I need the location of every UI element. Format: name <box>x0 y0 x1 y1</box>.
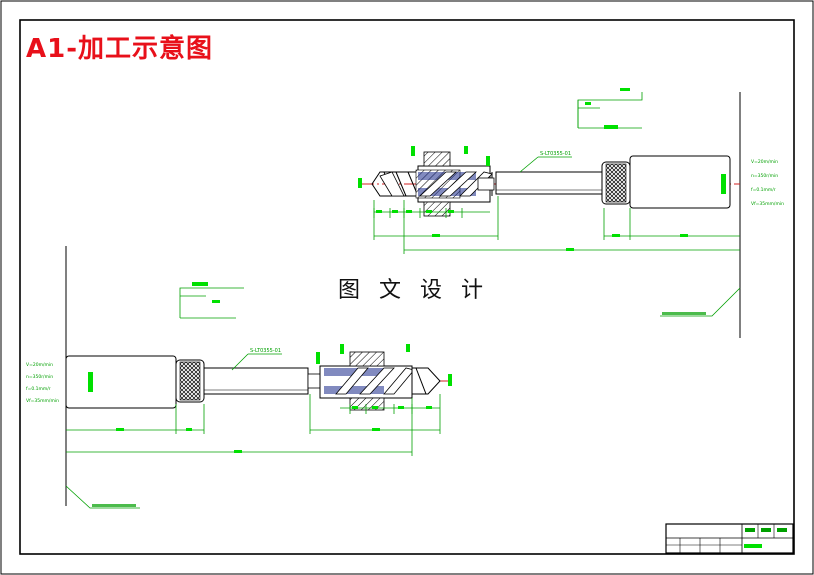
upper-knurled-nut <box>601 161 631 205</box>
lower-workpiece-section <box>319 351 415 411</box>
lower-part-label: S-LT0355-01 <box>250 348 281 354</box>
inner-border <box>19 19 795 555</box>
upper-part-label: S-LT0355-01 <box>540 151 571 157</box>
title-block <box>665 523 794 554</box>
upper-param-2: n=350r/min <box>751 173 778 179</box>
lower-holder-body <box>65 355 177 409</box>
upper-param-3: f=0.1mm/r <box>751 187 776 193</box>
upper-workpiece-section <box>415 151 495 217</box>
upper-tool-assembly: S-LT0355-01 V=20m/min n=350r/min f=0.1mm… <box>358 88 784 338</box>
drawing-title: A1-加工示意图 <box>26 34 214 64</box>
upper-holder-body <box>629 155 731 209</box>
upper-param-1: V=20m/min <box>751 159 778 165</box>
lower-drill-bit <box>411 367 441 395</box>
upper-param-4: Vf=35mm/min <box>751 201 784 207</box>
lower-param-1: V=20m/min <box>26 362 53 368</box>
lower-param-3: f=0.1mm/r <box>26 386 51 392</box>
lower-knurled-nut <box>175 359 205 403</box>
lower-shank <box>203 367 323 395</box>
lower-tool-assembly: S-LT0355-01 V=20m/min n=350r/min f=0.1mm… <box>26 246 452 509</box>
upper-drill-bit <box>371 171 419 197</box>
upper-dimension-tags <box>358 88 688 251</box>
lower-param-2: n=350r/min <box>26 374 53 380</box>
lower-dimension-tags <box>116 282 452 453</box>
watermark-text: 图 文 设 计 <box>338 278 489 303</box>
upper-shank <box>495 171 603 195</box>
lower-param-4: Vf=35mm/min <box>26 398 59 404</box>
